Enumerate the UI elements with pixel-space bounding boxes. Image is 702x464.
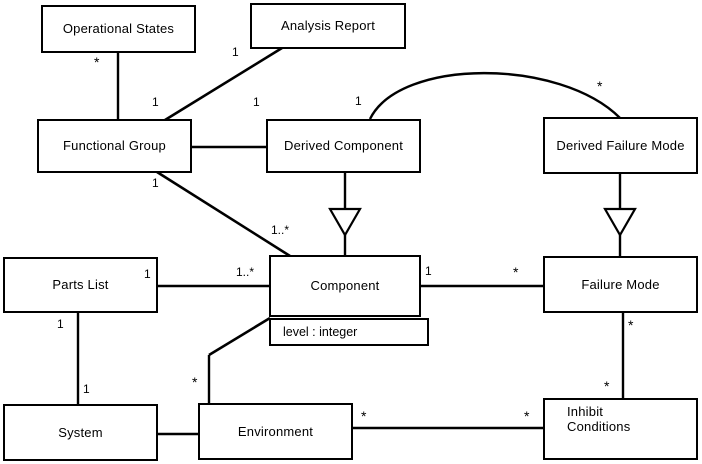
edge-component-environment-diagonal	[208, 316, 271, 357]
class-name-failure-mode: Failure Mode	[581, 276, 660, 292]
multiplicity-environment-inhibit-start: *	[361, 408, 367, 424]
multiplicity-functional-group-analysis-report: 1	[152, 95, 159, 109]
class-box-system[interactable]: System	[3, 404, 158, 461]
attribute-level: level : integer	[283, 325, 358, 339]
class-box-analysis-report[interactable]: Analysis Report	[250, 3, 406, 49]
multiplicity-functional-group-component-start: 1	[152, 176, 159, 190]
class-name-derived-failure-mode: Derived Failure Mode	[556, 137, 685, 153]
generalization-triangle-failure-mode	[603, 207, 637, 238]
class-box-operational-states[interactable]: Operational States	[41, 5, 196, 53]
multiplicity-failure-mode-inhibit-start: *	[628, 317, 634, 333]
multiplicity-derived-component-arc-start: 1	[355, 94, 362, 108]
class-name-derived-component: Derived Component	[283, 138, 404, 154]
multiplicity-component-failure-mode-end: *	[513, 264, 519, 280]
multiplicity-analysis-report-end: 1	[232, 45, 239, 59]
generalization-triangle-component	[328, 207, 362, 238]
class-box-derived-component[interactable]: Derived Component	[266, 119, 421, 173]
multiplicity-operational-states-functional-group: *	[94, 54, 100, 70]
multiplicity-component-failure-mode-start: 1	[425, 264, 432, 278]
multiplicity-derived-failure-mode-arc-end: *	[597, 78, 603, 94]
multiplicity-parts-list-component-start: 1	[144, 267, 151, 281]
class-name-component: Component	[310, 278, 380, 294]
class-name-parts-list: Parts List	[52, 277, 109, 293]
multiplicity-component-environment: *	[192, 374, 198, 390]
class-box-component[interactable]: Component	[269, 255, 421, 317]
multiplicity-functional-group-component-end: 1..*	[271, 223, 290, 237]
class-name-functional-group: Functional Group	[63, 138, 166, 154]
multiplicity-environment-inhibit-end: *	[524, 408, 530, 424]
edge-functional-group-analysis-report	[164, 46, 283, 122]
class-box-parts-list[interactable]: Parts List	[3, 257, 158, 313]
multiplicity-parts-list-system-start: 1	[57, 317, 64, 331]
class-box-failure-mode[interactable]: Failure Mode	[543, 256, 698, 313]
multiplicity-failure-mode-inhibit-end: *	[604, 378, 610, 394]
class-attributes-component: level : integer	[269, 318, 429, 346]
class-box-inhibit-conditions[interactable]: Inhibit Conditions	[543, 398, 698, 460]
multiplicity-parts-list-component-end: 1..*	[236, 265, 255, 279]
class-box-environment[interactable]: Environment	[198, 403, 353, 460]
multiplicity-functional-group-derived-component: 1	[253, 95, 260, 109]
class-name-environment: Environment	[237, 423, 314, 439]
class-box-functional-group[interactable]: Functional Group	[37, 119, 192, 173]
multiplicity-parts-list-system-end: 1	[83, 382, 90, 396]
class-name-system: System	[58, 424, 103, 440]
class-name-inhibit-conditions: Inhibit Conditions	[567, 404, 631, 435]
edge-derived-component-derived-failure-mode	[368, 71, 621, 120]
class-box-derived-failure-mode[interactable]: Derived Failure Mode	[543, 117, 698, 174]
class-name-analysis-report: Analysis Report	[280, 18, 376, 34]
edge-functional-group-component	[156, 170, 291, 258]
class-name-operational-states: Operational States	[62, 21, 175, 37]
